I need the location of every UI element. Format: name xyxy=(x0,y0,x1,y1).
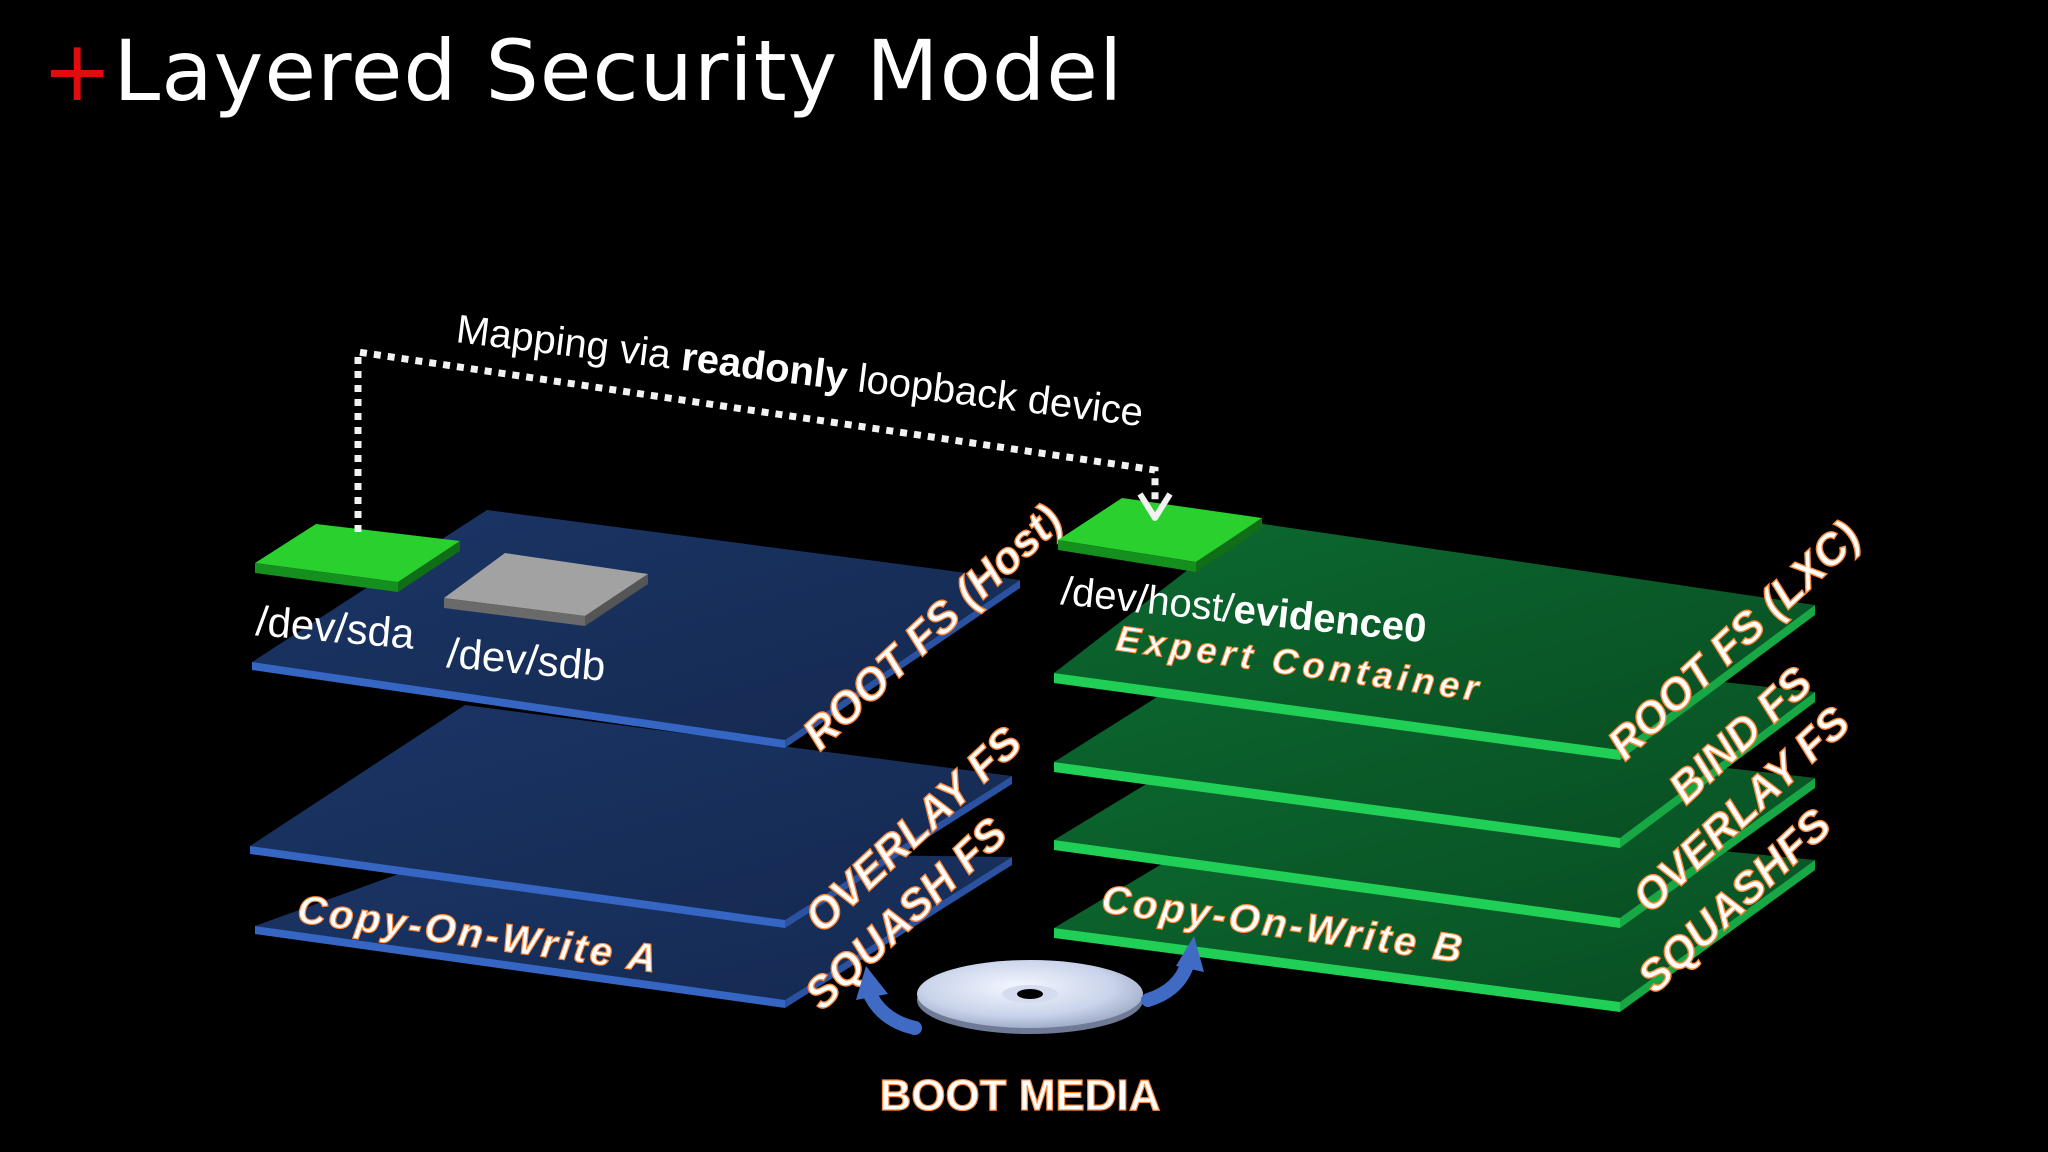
slide-title: +Layered Security Model xyxy=(42,22,1123,120)
boot-arrow-right xyxy=(1141,955,1195,1007)
host-layer-stack xyxy=(250,510,1020,1008)
mapping-label: Mapping via readonly loopback device xyxy=(454,307,1146,435)
boot-arrow-right-head-icon xyxy=(1176,936,1204,972)
dev-sdb-tile xyxy=(444,553,648,626)
container-layer-stack xyxy=(1054,522,1815,1012)
dev-sda-tile xyxy=(255,524,460,592)
container-root-layer xyxy=(1054,522,1815,760)
title-text: Layered Security Model xyxy=(113,22,1124,120)
mapping-arrow xyxy=(354,347,1173,532)
evidence0-tile xyxy=(1058,498,1262,572)
host-root-layer xyxy=(252,510,1020,748)
title-plus-mark: + xyxy=(42,22,114,120)
host-overlay-layer xyxy=(250,705,1012,928)
boot-media-label: BOOT MEDIA xyxy=(879,1071,1160,1120)
boot-disc-icon xyxy=(917,960,1143,1034)
boot-arrow-left-head-icon xyxy=(856,966,888,1000)
mapping-arrowhead-icon xyxy=(1137,492,1173,521)
